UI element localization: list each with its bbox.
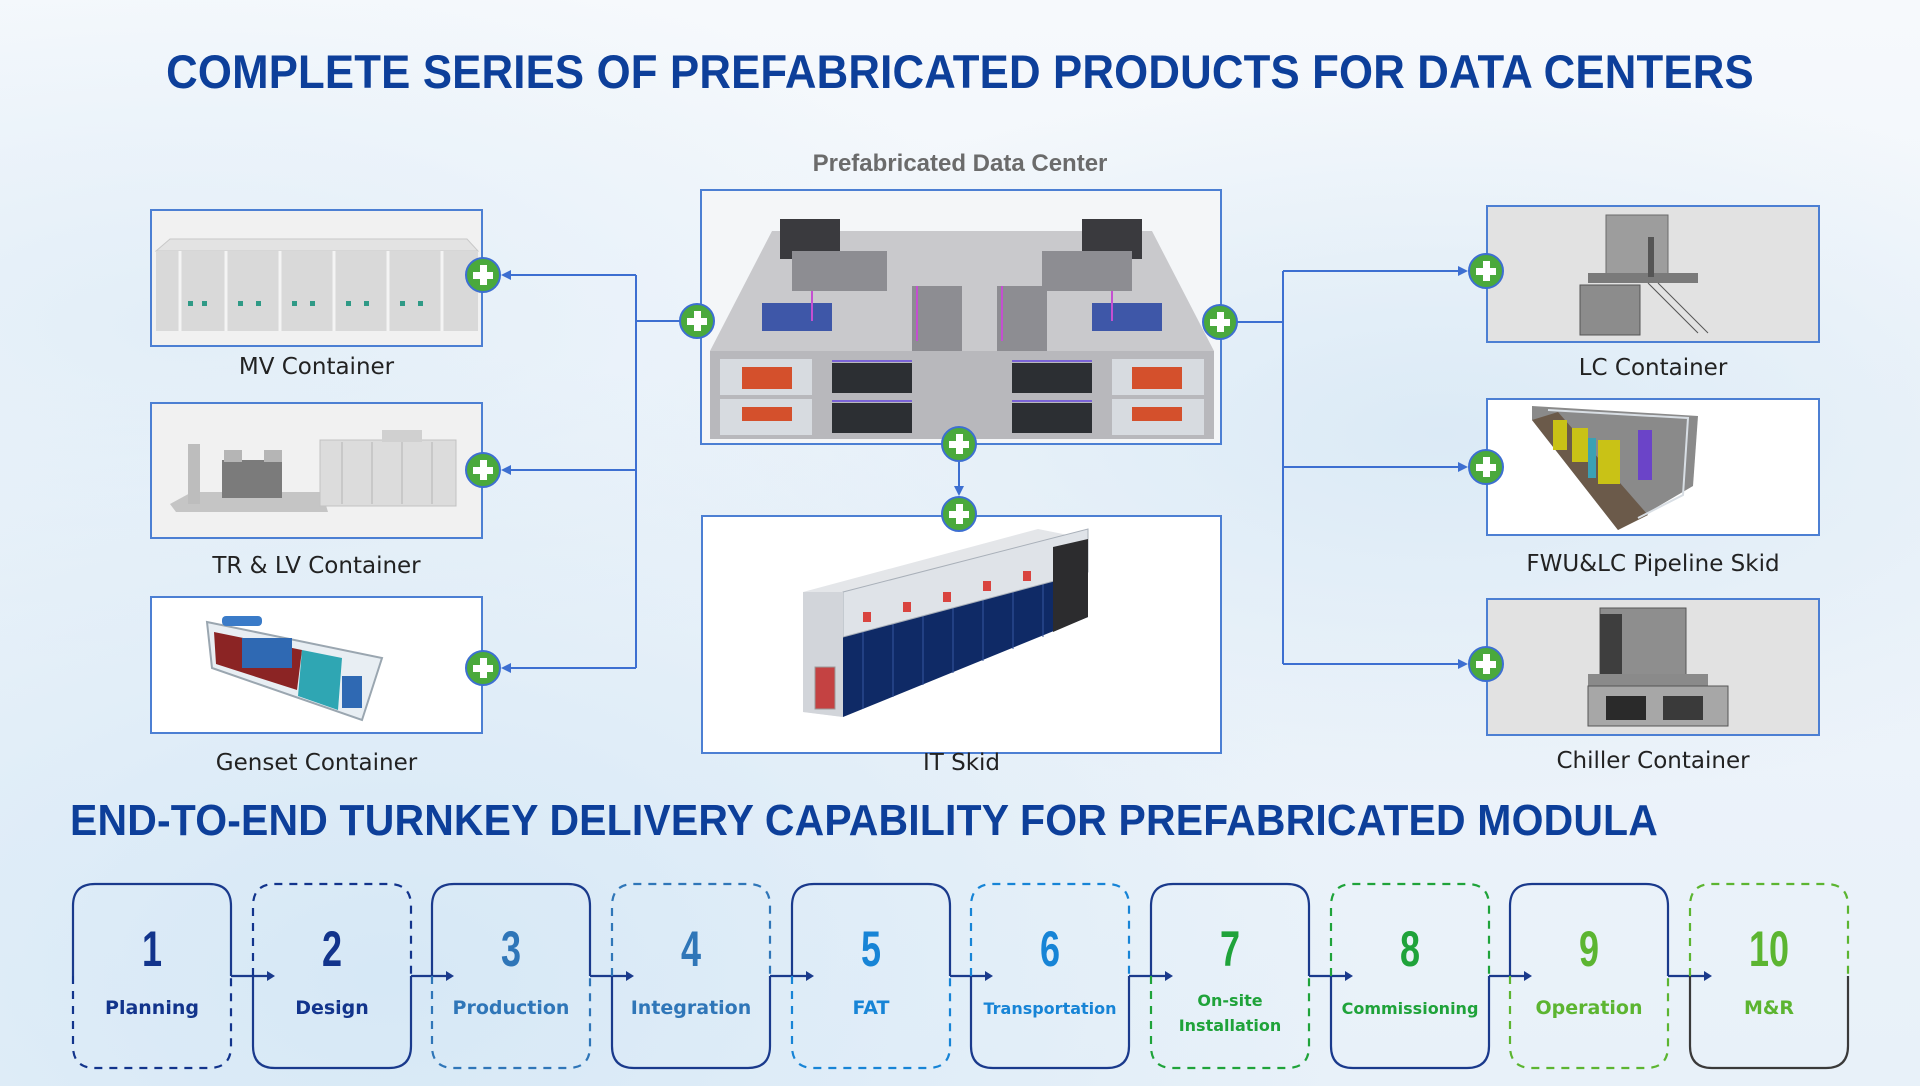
- plus-icon[interactable]: [1468, 449, 1504, 485]
- step-10: 10 M&R: [1688, 882, 1850, 1070]
- genset-container-illustration: [205, 616, 384, 722]
- step-label: FAT: [852, 997, 890, 1019]
- step-label: Integration: [630, 997, 752, 1019]
- step-arrow-icon: [411, 971, 454, 981]
- step-arrow-icon: [1489, 971, 1532, 981]
- step-2: 2 Design: [251, 882, 413, 1070]
- step-frame: [251, 882, 413, 1070]
- step-frame: [430, 882, 592, 1070]
- plus-icon[interactable]: [465, 257, 501, 293]
- it-skid-illustration: [803, 528, 1089, 717]
- step-9: 9 Operation: [1508, 882, 1670, 1070]
- step-label: Operation: [1535, 997, 1643, 1019]
- data-center-illustration: [710, 219, 1214, 439]
- mv-container-label: MV Container: [238, 354, 395, 380]
- step-8: 8 Commissioning: [1329, 882, 1491, 1070]
- step-arrow-icon: [231, 971, 275, 981]
- genset-container-label: Genset Container: [215, 750, 418, 776]
- step-frame: [1329, 882, 1491, 1070]
- step-label: Design: [295, 997, 369, 1019]
- step-number: 3: [500, 921, 522, 977]
- step-frame: [969, 882, 1131, 1070]
- chiller-container-label: Chiller Container: [1556, 748, 1750, 774]
- lc-container-label: LC Container: [1578, 355, 1728, 381]
- mv-container-illustration: [154, 238, 480, 331]
- plus-icon[interactable]: [679, 303, 715, 339]
- step-number: 6: [1039, 921, 1061, 977]
- step-label: M&R: [1743, 997, 1795, 1019]
- main-title: COMPLETE SERIES OF PREFABRICATED PRODUCT…: [166, 45, 1754, 98]
- plus-icon[interactable]: [1468, 253, 1504, 289]
- step-frame: [71, 882, 233, 1070]
- plus-icon[interactable]: [1468, 646, 1504, 682]
- fwu-lc-pipeline-skid-image: [1486, 398, 1820, 536]
- step-label-line: Installation: [1178, 1016, 1282, 1035]
- plus-icon[interactable]: [941, 426, 977, 462]
- step-number: 7: [1219, 921, 1241, 977]
- step-frame: [1688, 882, 1850, 1070]
- step-3: 3 Production: [430, 882, 592, 1070]
- fwu-lc-pipeline-skid-illustration: [1532, 406, 1698, 530]
- genset-container-image: [150, 596, 483, 734]
- chiller-container-illustration: [1587, 607, 1729, 727]
- plus-icon[interactable]: [941, 496, 977, 532]
- prefabricated-data-center-image: [700, 189, 1222, 445]
- step-number: 10: [1748, 921, 1790, 977]
- step-frame: [1508, 882, 1670, 1070]
- lc-container-image: [1486, 205, 1820, 343]
- lc-container-illustration: [1579, 214, 1709, 336]
- step-arrow-icon: [950, 971, 993, 981]
- step-frame: [1149, 882, 1311, 1070]
- step-number: 9: [1578, 921, 1600, 977]
- step-number: 5: [860, 921, 882, 977]
- step-number: 4: [680, 921, 702, 977]
- mv-container-image: [150, 209, 483, 347]
- step-6: 6 Transportation: [969, 882, 1131, 1070]
- chiller-container-image: [1486, 598, 1820, 736]
- step-4: 4 Integration: [610, 882, 772, 1070]
- step-label: Production: [452, 997, 570, 1019]
- plus-icon[interactable]: [465, 650, 501, 686]
- tr-lv-container-label: TR & LV Container: [212, 553, 421, 579]
- step-label-line: On-site: [1197, 991, 1263, 1010]
- step-5: 5 FAT: [790, 882, 952, 1070]
- step-label: Planning: [105, 997, 199, 1019]
- step-number: 2: [321, 921, 343, 977]
- plus-icon[interactable]: [465, 452, 501, 488]
- step-number: 8: [1399, 921, 1421, 977]
- plus-icon[interactable]: [1202, 304, 1238, 340]
- prefabricated-data-center-caption: Prefabricated Data Center: [812, 150, 1108, 177]
- tr-lv-container-image: [150, 402, 483, 539]
- tr-lv-container-illustration: [170, 430, 457, 512]
- step-number: 1: [141, 921, 163, 977]
- step-label: Transportation: [983, 999, 1117, 1018]
- delivery-title: END-TO-END TURNKEY DELIVERY CAPABILITY F…: [70, 796, 1658, 845]
- it-skid-label: IT Skid: [922, 750, 1001, 776]
- step-arrow-icon: [1668, 971, 1712, 981]
- step-arrow-icon: [1309, 971, 1353, 981]
- step-arrow-icon: [1129, 971, 1173, 981]
- step-arrow-icon: [770, 971, 814, 981]
- step-1: 1 Planning: [71, 882, 233, 1070]
- step-frame: [610, 882, 772, 1070]
- step-frame: [790, 882, 952, 1070]
- step-label: Commissioning: [1341, 999, 1479, 1018]
- step-arrow-icon: [590, 971, 634, 981]
- it-skid-image: [701, 515, 1222, 754]
- fwu-lc-pipeline-skid-label: FWU&LC Pipeline Skid: [1526, 551, 1780, 577]
